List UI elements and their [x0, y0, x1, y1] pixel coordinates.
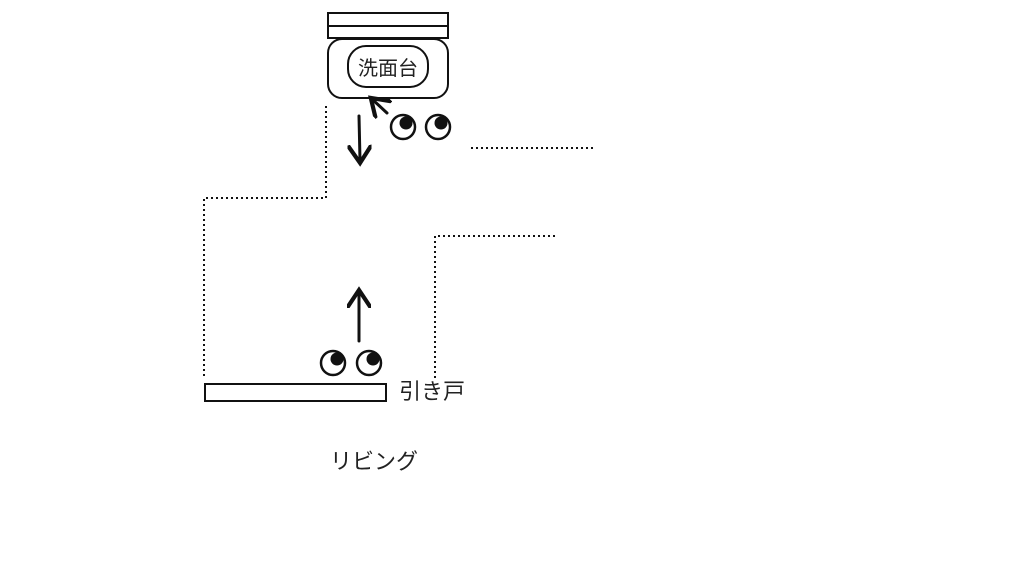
- sink-counter-bottom: [327, 25, 449, 39]
- sink-label: 洗面台: [358, 56, 418, 80]
- eyes-icon: [389, 113, 452, 141]
- wall-left: [203, 106, 327, 378]
- movement-arrows: [359, 100, 387, 343]
- sliding-door: [204, 383, 387, 402]
- eyes-icon: [319, 349, 383, 377]
- wall-lines: [203, 106, 593, 378]
- sink-basin: [347, 45, 429, 88]
- arrow-up-left-icon: [373, 100, 387, 113]
- sink-counter-top: [327, 12, 449, 27]
- wall-right-lower: [434, 235, 556, 378]
- sliding-door-label: 引き戸: [399, 380, 466, 405]
- sink-fixture: [327, 12, 449, 99]
- living-room-label: リビング: [330, 450, 419, 475]
- arrow-down-icon: [359, 114, 360, 160]
